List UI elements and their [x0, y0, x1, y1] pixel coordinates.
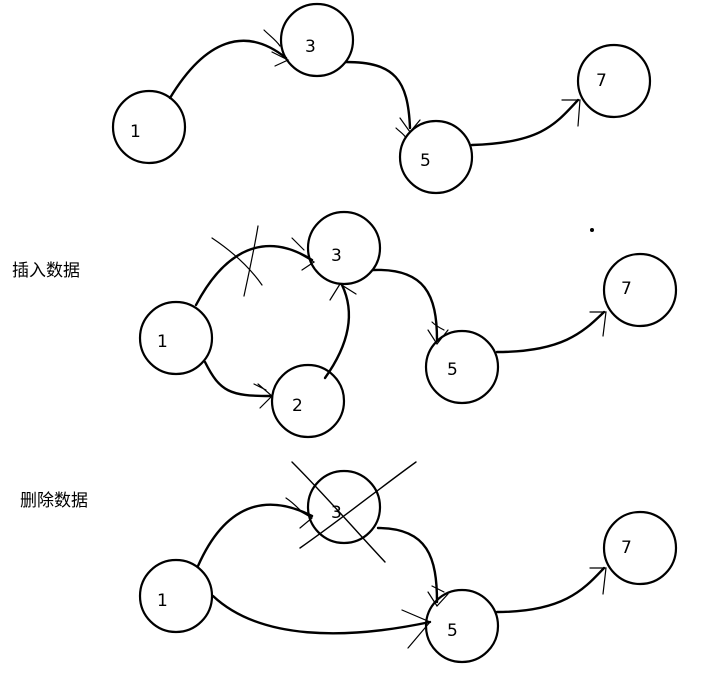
arrowhead-2-to-3 — [329, 283, 357, 301]
node-label: 2 — [292, 396, 303, 416]
arrowhead-1-to-3 — [291, 237, 316, 271]
edge-1-to-3 — [196, 503, 314, 568]
node-label: 3 — [331, 246, 342, 266]
node-label: 1 — [130, 122, 141, 142]
node-1: 1 — [111, 89, 187, 165]
node-7: 7 — [602, 510, 678, 586]
stray-dot — [590, 228, 594, 232]
node-3: 3 — [306, 210, 382, 286]
arrowhead-5-to-7 — [589, 311, 607, 337]
edge-1-to-3-removed — [194, 244, 314, 307]
node-label: 1 — [157, 591, 168, 611]
node-2: 2 — [270, 363, 346, 439]
edge-1-to-3 — [168, 39, 288, 100]
node-label: 5 — [447, 360, 458, 380]
edge-3-to-5 — [344, 60, 412, 130]
arrowhead-1-to-3 — [263, 29, 290, 67]
delete-section-label: 删除数据 — [20, 491, 88, 511]
node-5: 5 — [398, 119, 474, 195]
node-label: 1 — [157, 332, 168, 352]
diagram-original: 1 3 5 7 — [111, 2, 652, 195]
arrowhead-5-to-7 — [561, 99, 581, 127]
node-label: 3 — [305, 37, 316, 57]
node-label: 3 — [331, 503, 342, 523]
node-3-deleted: 3 — [291, 461, 417, 563]
node-7: 7 — [576, 43, 652, 119]
node-label: 7 — [621, 279, 632, 299]
edge-1-to-2 — [203, 360, 272, 398]
node-label: 5 — [447, 621, 458, 641]
node-7: 7 — [602, 252, 678, 328]
edge-2-to-3 — [323, 283, 351, 380]
strike-mark — [211, 225, 263, 297]
edge-5-to-7 — [470, 98, 580, 147]
node-1: 1 — [138, 558, 214, 634]
node-1: 1 — [138, 300, 214, 376]
node-label: 7 — [596, 71, 607, 91]
arrowhead-3-to-5 — [427, 585, 449, 607]
delete-cross-mark — [291, 461, 417, 563]
edge-3-to-5 — [376, 526, 439, 604]
node-label: 5 — [420, 151, 431, 171]
edge-1-to-5 — [211, 594, 432, 635]
edge-5-to-7 — [495, 310, 606, 354]
arrowhead-1-to-3 — [285, 497, 314, 529]
edge-3-to-5 — [371, 268, 439, 342]
node-5: 5 — [424, 329, 500, 405]
arrowhead-5-to-7 — [589, 567, 607, 595]
diagram-delete: 1 3 5 7 — [138, 461, 678, 664]
node-label: 7 — [621, 538, 632, 558]
insert-section-label: 插入数据 — [12, 261, 80, 281]
node-5: 5 — [424, 588, 500, 664]
node-3: 3 — [279, 2, 355, 78]
diagram-insert: 1 3 2 5 7 — [138, 210, 678, 439]
arrowhead-1-to-5 — [401, 609, 431, 649]
edge-5-to-7 — [495, 566, 606, 614]
